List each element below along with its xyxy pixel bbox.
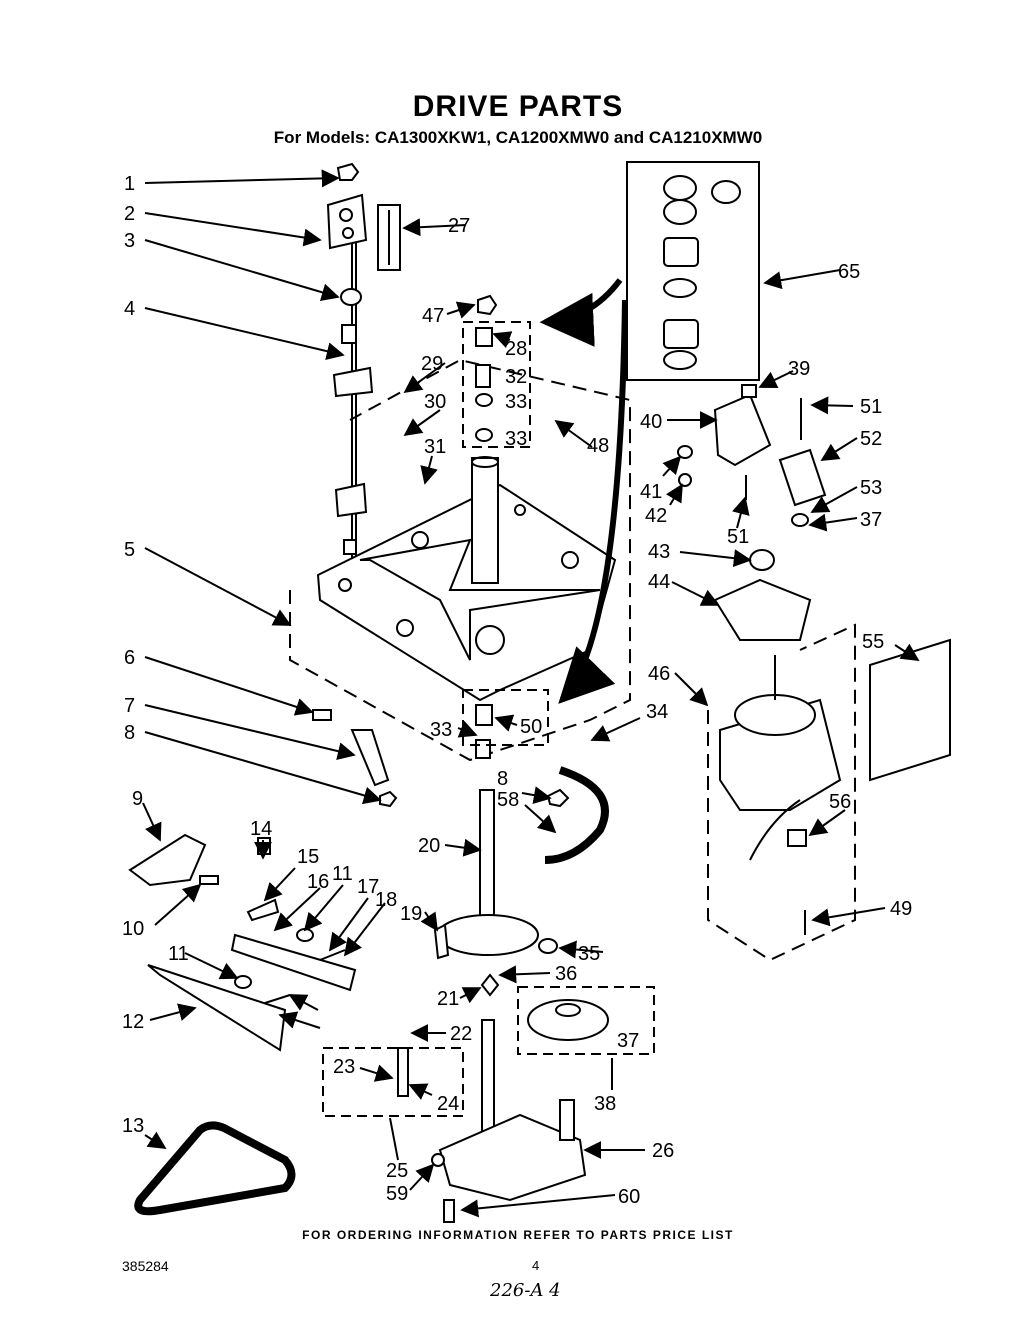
- document-number: 385284: [122, 1258, 169, 1274]
- center-shaft-stack: [475, 294, 498, 926]
- callout-47: 47: [422, 305, 444, 327]
- callout-5: 5: [124, 539, 135, 561]
- model-subtitle: For Models: CA1300XKW1, CA1200XMW0 and C…: [273, 128, 763, 147]
- callout-11: 11: [168, 943, 189, 965]
- callout-22: 22: [450, 1023, 472, 1045]
- callout-33-b: 33: [505, 428, 527, 450]
- callout-33-a: 33: [505, 391, 527, 413]
- seal-kit-parts: [663, 175, 741, 370]
- callout-30: 30: [424, 391, 446, 413]
- callout-29: 29: [421, 353, 443, 375]
- callout-51-lower: 51: [727, 526, 749, 548]
- drive-base-plate: [316, 456, 617, 702]
- handwritten-note: 226-A 4: [490, 1280, 561, 1301]
- callout-25: 25: [386, 1160, 408, 1182]
- callout-35: 35: [578, 943, 600, 965]
- clutch-dashed-box: [322, 1047, 464, 1117]
- callout-17: 17: [357, 876, 379, 898]
- drive-belt: [134, 1121, 296, 1216]
- callout-3: 3: [124, 230, 135, 252]
- callout-16: 16: [307, 871, 329, 893]
- callout-46: 46: [648, 663, 670, 685]
- callout-39: 39: [788, 358, 810, 380]
- callout-48: 48: [587, 435, 609, 457]
- callout-41: 41: [640, 481, 662, 503]
- callout-23: 23: [333, 1056, 355, 1078]
- callout-65: 65: [838, 261, 860, 283]
- curved-assembly-arrow-upper: [539, 278, 623, 347]
- lower-bearing-dashed-box: [462, 689, 549, 746]
- callout-60: 60: [618, 1186, 640, 1208]
- callout-50: 50: [520, 716, 542, 738]
- callout-4: 4: [124, 298, 135, 320]
- seal-kit-box: [626, 161, 760, 381]
- motor-dashed-outline: [707, 623, 856, 962]
- callout-26: 26: [652, 1140, 674, 1162]
- callout-9: 9: [132, 788, 143, 810]
- callout-58: 58: [497, 789, 519, 811]
- drive-motor: [719, 655, 842, 935]
- drive-pulley: [527, 999, 609, 1041]
- callout-32: 32: [505, 366, 527, 388]
- callout-37-upper: 37: [860, 509, 882, 531]
- callout-19: 19: [400, 903, 422, 925]
- callout-37-lower: 37: [617, 1030, 639, 1052]
- callout-40: 40: [640, 411, 662, 433]
- callout-2: 2: [124, 203, 135, 225]
- bearing-group-dashed-box: [462, 321, 531, 448]
- callout-43: 43: [648, 541, 670, 563]
- transmission-gearcase: [397, 914, 587, 1223]
- hose: [544, 766, 609, 864]
- callout-12: 12: [122, 1011, 144, 1033]
- callout-20: 20: [418, 835, 440, 857]
- callout-labels: 1 2 3 4 5 6 7 8 9 10 11 12 13 14 15 16 1…: [122, 173, 912, 1208]
- callout-34: 34: [646, 701, 668, 723]
- curved-assembly-arrow-lower: [558, 299, 628, 704]
- callout-14: 14: [250, 818, 272, 840]
- callout-31: 31: [424, 436, 446, 458]
- callout-7: 7: [124, 695, 135, 717]
- callout-6: 6: [124, 647, 135, 669]
- callout-44: 44: [648, 571, 670, 593]
- callout-49: 49: [890, 898, 912, 920]
- callout-11b: 11: [332, 863, 353, 885]
- callout-1: 1: [124, 173, 135, 195]
- ordering-info-note: FOR ORDERING INFORMATION REFER TO PARTS …: [302, 1228, 734, 1242]
- callout-18: 18: [375, 889, 397, 911]
- callout-10: 10: [122, 918, 144, 940]
- motor-shield-panel: [869, 638, 951, 782]
- callout-59: 59: [386, 1183, 408, 1205]
- pulley-dashed-box: [517, 986, 655, 1055]
- callout-15: 15: [297, 846, 319, 868]
- callout-21: 21: [437, 988, 459, 1010]
- callout-36: 36: [555, 963, 577, 985]
- callout-52: 52: [860, 428, 882, 450]
- callout-55: 55: [862, 631, 884, 653]
- callout-24: 24: [437, 1093, 459, 1115]
- callout-13: 13: [122, 1115, 144, 1137]
- motor-bracket-parts: [677, 384, 827, 641]
- callout-33-lower: 33: [430, 719, 452, 741]
- callout-27: 27: [448, 215, 470, 237]
- callout-51-upper: 51: [860, 396, 882, 418]
- actuator-rod-assembly: [326, 162, 401, 560]
- callout-38: 38: [594, 1093, 616, 1115]
- page-number: 4: [532, 1258, 540, 1273]
- callout-8: 8: [124, 722, 135, 744]
- callout-53: 53: [860, 477, 882, 499]
- leader-lines: [142, 169, 920, 1218]
- page-title: DRIVE PARTS: [412, 90, 624, 123]
- callout-56: 56: [829, 791, 851, 813]
- callout-42: 42: [645, 505, 667, 527]
- callout-8b: 8: [497, 768, 508, 790]
- callout-28: 28: [505, 338, 527, 360]
